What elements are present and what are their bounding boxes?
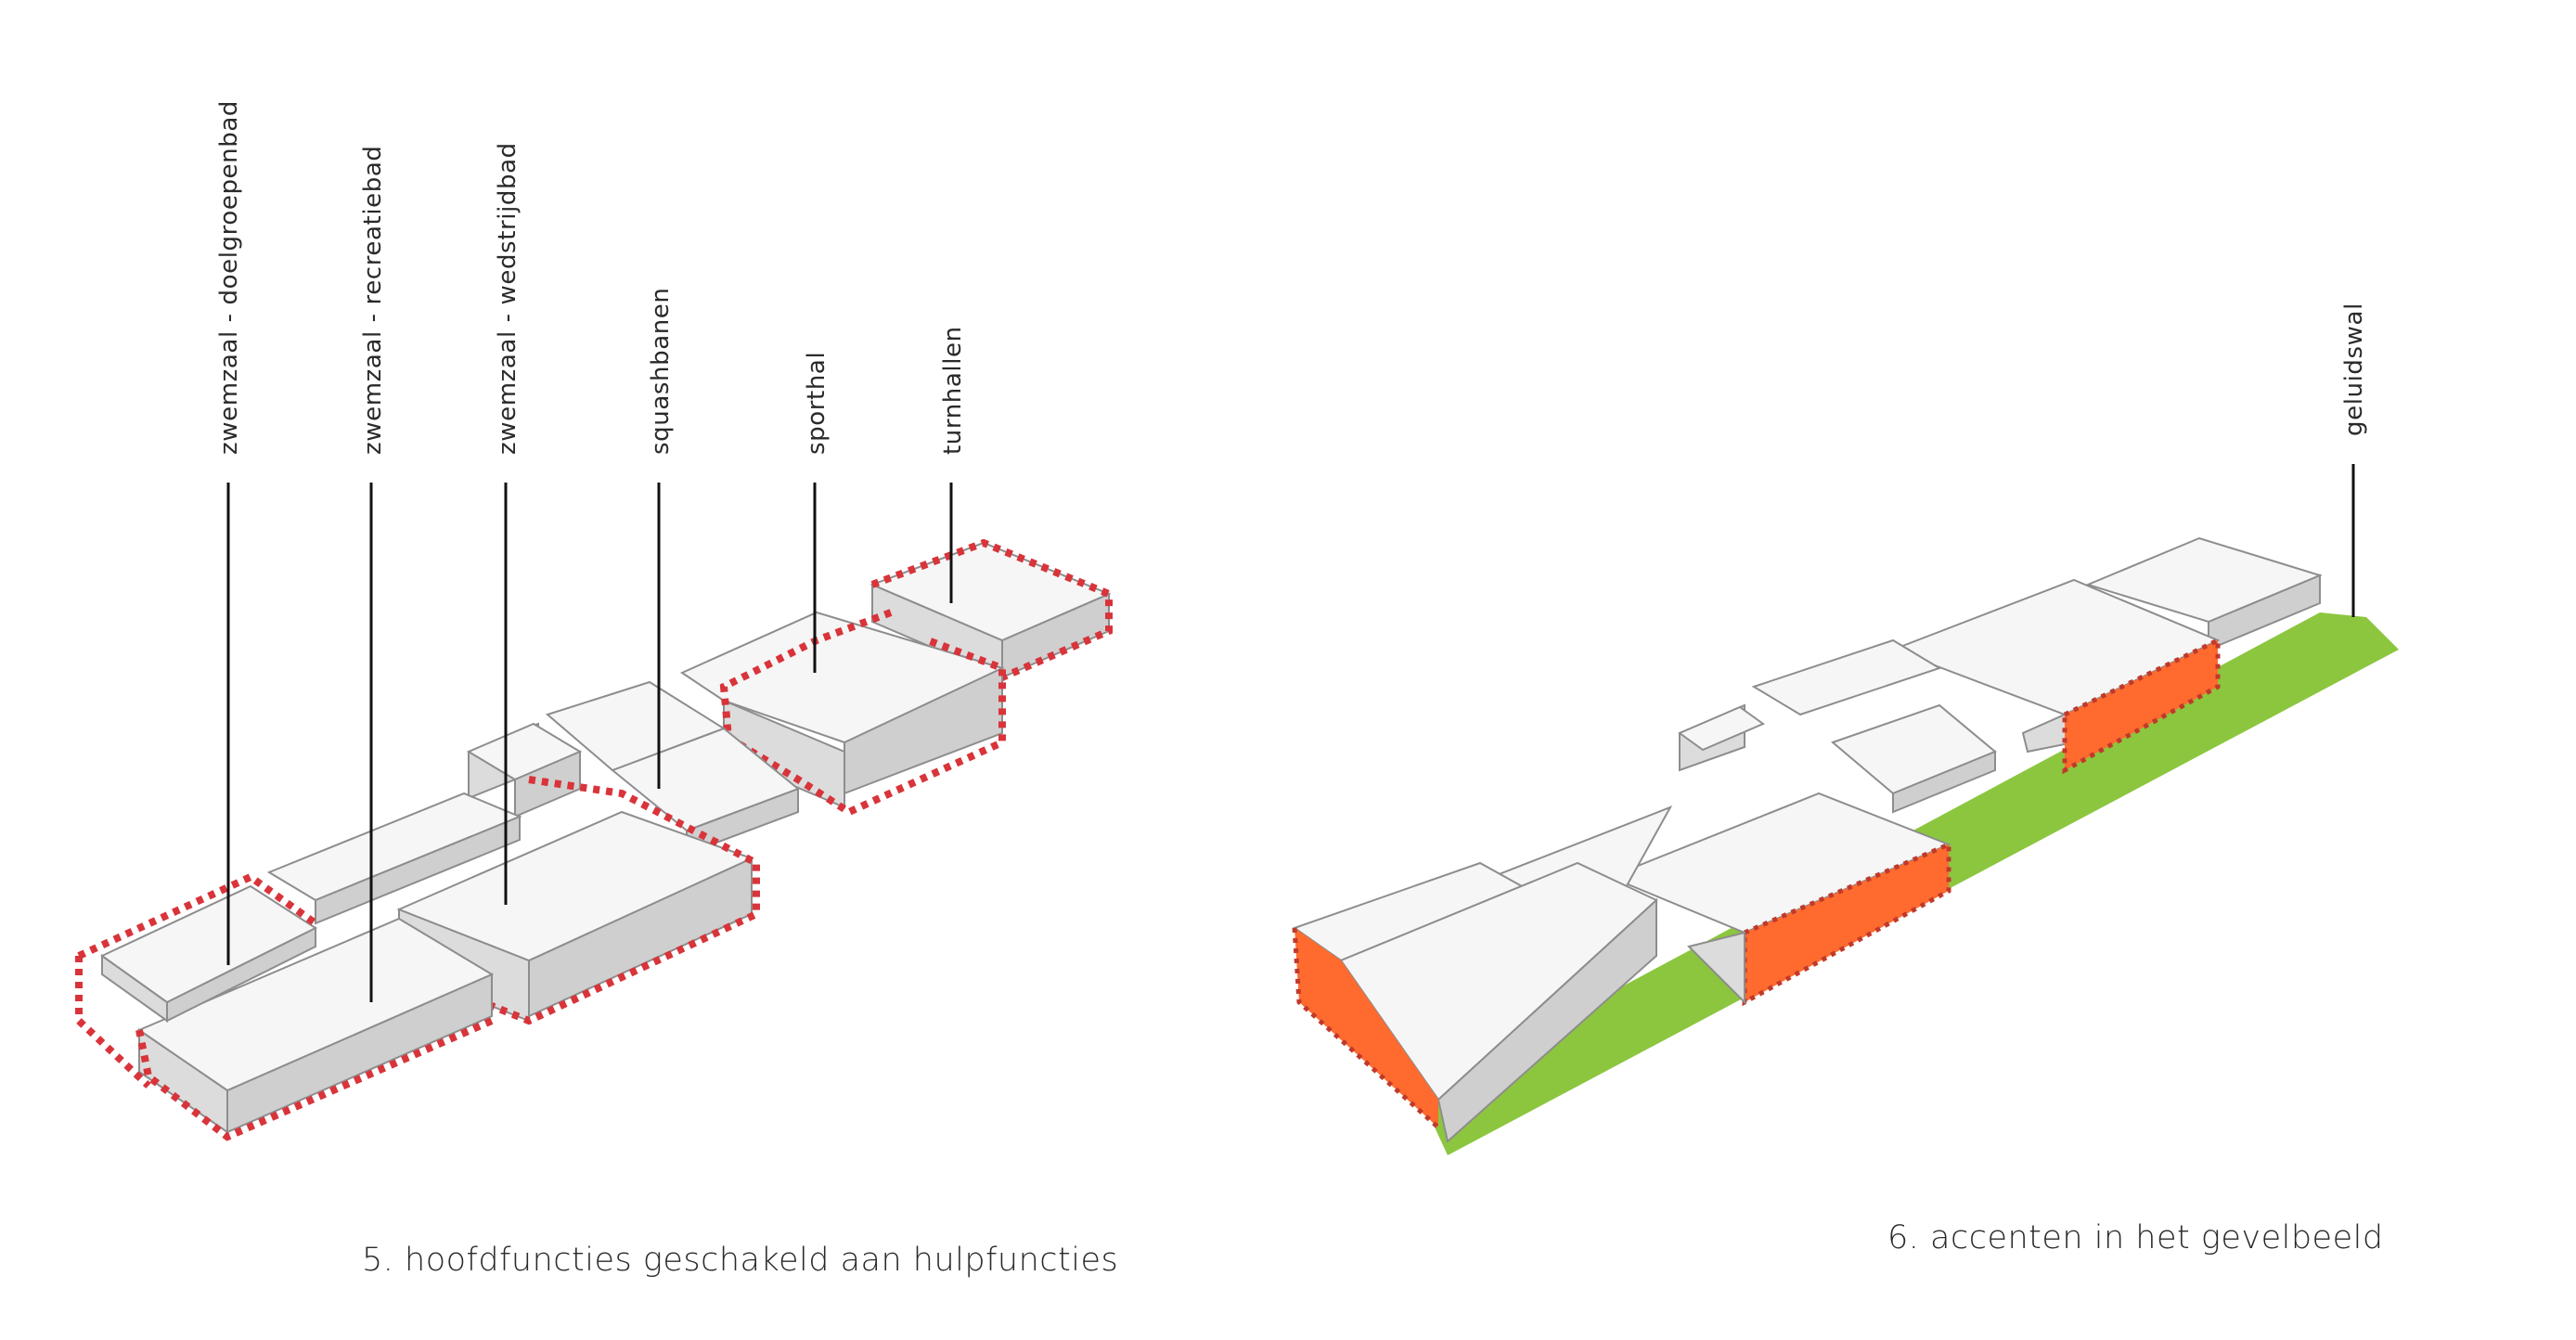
label-turnhallen: turnhallen xyxy=(939,326,967,455)
caption-right: 6. accenten in het gevelbeeld xyxy=(1887,1219,2384,1256)
volume-far-right xyxy=(2085,536,2323,651)
volume-left-long xyxy=(1292,805,1673,1143)
label-wedstrijdbad: zwemzaal - wedstrijdbad xyxy=(494,142,522,455)
label-doelgroepenbad: zwemzaal - doelgroepenbad xyxy=(215,100,243,455)
label-geluidswal: geluidswal xyxy=(2340,303,2368,436)
right-massing-diagram: geluidswal xyxy=(1292,303,2399,1155)
volume-connector xyxy=(266,792,522,925)
volume-recreatiebad xyxy=(135,917,495,1141)
volume-main-accent xyxy=(1607,792,1951,1007)
volume-middle-small xyxy=(1677,638,1997,814)
volume-turnhallen xyxy=(869,538,1113,682)
volume-doelgroepenbad xyxy=(75,872,318,1089)
label-sporthal: sporthal xyxy=(803,352,831,455)
label-squashbanen: squashbanen xyxy=(647,288,675,455)
volume-right-accent xyxy=(1890,578,2221,775)
caption-left: 5. hoofdfuncties geschakeld aan hulpfunc… xyxy=(362,1242,1119,1279)
volume-sporthal xyxy=(679,609,1006,817)
left-massing-diagram: zwemzaal - doelgroepenbad zwemzaal - rec… xyxy=(75,100,1113,1141)
label-recreatiebad: zwemzaal - recreatiebad xyxy=(359,146,387,456)
